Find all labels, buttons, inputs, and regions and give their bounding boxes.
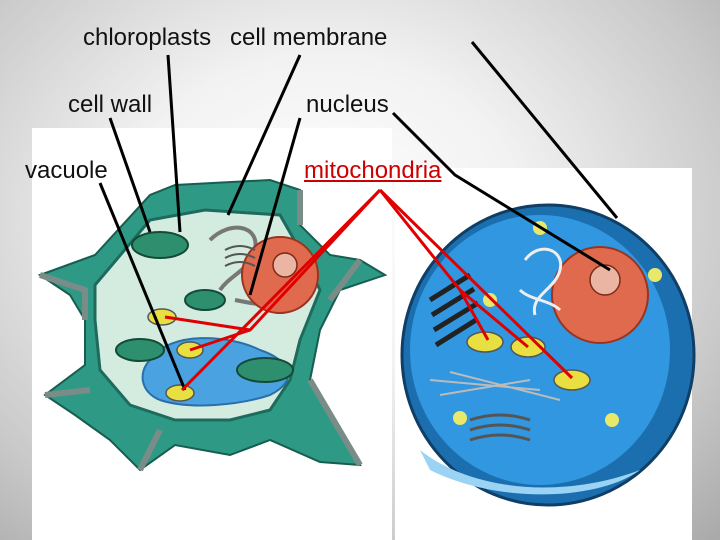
plant-wall-spikes [39, 190, 363, 472]
pointer-lines-black [98, 41, 619, 391]
animal-vesicle [483, 293, 497, 307]
nucleus-pointer-animal [391, 111, 611, 272]
cell-wall-pointer [108, 117, 152, 233]
chloroplasts-pointer [166, 54, 182, 233]
animal-mitochondrion [553, 369, 591, 391]
animal-cytoskeleton [429, 371, 561, 401]
chloroplast [236, 357, 294, 383]
mitochondria-pointer-animal-3 [378, 188, 574, 380]
cell-membrane-label: cell membrane [230, 24, 388, 51]
plant-golgi [224, 245, 256, 267]
nucleus-pointer-plant [248, 117, 302, 296]
animal-vesicle [605, 413, 619, 427]
animal-er-loops [518, 247, 563, 316]
cell-membrane-pointer-animal [470, 41, 619, 219]
chloroplasts-label: chloroplasts [83, 24, 212, 51]
mitochondria-pointer-animal-2 [458, 289, 490, 341]
vacuole-pointer [98, 182, 187, 391]
cell-membrane-pointer [226, 54, 302, 216]
mitochondria-pointer-plant-3 [180, 188, 382, 392]
animal-nucleus [551, 246, 649, 344]
animal-golgi [469, 413, 531, 442]
animal-rough-er [428, 272, 480, 348]
animal-nucleolus [589, 264, 621, 296]
chloroplast [184, 289, 226, 311]
plant-nucleolus [272, 252, 298, 278]
mitochondria-label: mitochondria [304, 157, 442, 184]
animal-vesicle [453, 411, 467, 425]
chloroplast [131, 231, 189, 259]
nucleus-label: nucleus [306, 91, 389, 118]
plant-mitochondrion [165, 384, 195, 402]
animal-cell-cutaway [420, 450, 640, 495]
animal-vesicle [648, 268, 662, 282]
cell-wall-label: cell wall [68, 91, 153, 118]
vacuole-label: vacuole [25, 157, 108, 184]
pointer-lines-red [164, 188, 574, 392]
chloroplast [115, 338, 165, 362]
